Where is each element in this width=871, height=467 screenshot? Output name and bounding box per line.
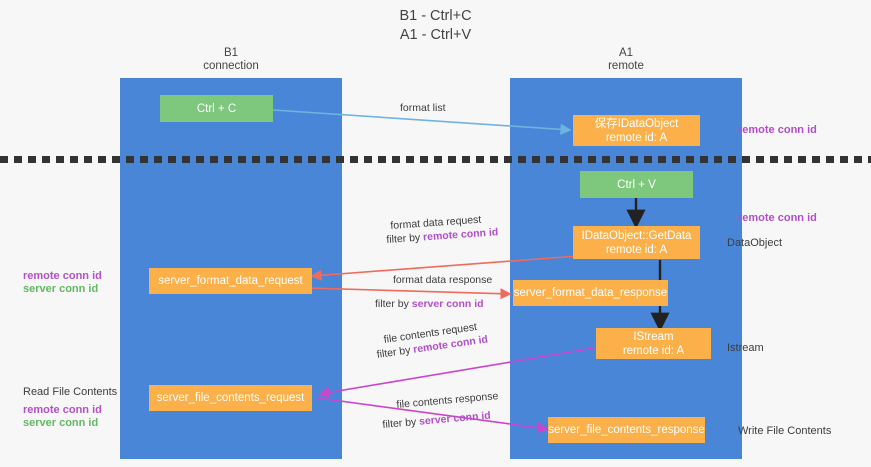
lane-header-b1: B1 connection	[120, 47, 342, 73]
edge-filter-prefix-2: filter by	[375, 298, 412, 310]
annotation-right-istream: Istream	[727, 342, 764, 354]
edge-label-format-data-response-title: format data response	[393, 274, 493, 286]
lane-header-b1-name: B1	[223, 47, 239, 59]
node-getdata-line2: remote id: A	[605, 243, 668, 256]
node-server-format-data-request-label: server_format_data_request	[158, 275, 303, 287]
lane-header-a1: A1 remote	[510, 47, 742, 73]
edge-filter-prefix-1: filter by	[386, 231, 424, 246]
annotation-right-write-file-contents: Write File Contents	[738, 425, 832, 437]
edge-filter-prefix-3: filter by	[376, 343, 415, 361]
annotation-left-read-file-contents: Read File Contents	[23, 386, 118, 398]
node-ctrl-c[interactable]: Ctrl + C	[160, 95, 273, 122]
annotation-right-remote-conn-id-top: remote conn id	[738, 124, 817, 136]
annotation-left-remote-conn-id-1: remote conn id	[23, 270, 102, 282]
node-istream-line1: IStream	[633, 330, 674, 343]
node-save-idataobject[interactable]: 保存IDataObject remote id: A	[573, 115, 700, 146]
annotation-right-dataobject: DataObject	[727, 237, 783, 249]
edge-filter-value-4: server conn id	[418, 409, 492, 428]
annotation-left-server-conn-id-1: server conn id	[23, 283, 99, 295]
edge-filter-prefix-4: filter by	[382, 415, 420, 431]
edge-filter-value-2: server conn id	[411, 298, 484, 310]
node-istream-line2: remote id: A	[622, 344, 685, 357]
lane-header-a1-name: A1	[618, 47, 634, 59]
node-server-file-contents-request[interactable]: server_file_contents_request	[149, 385, 312, 411]
diagram-title-line1: B1 - Ctrl+C	[399, 8, 472, 24]
node-server-format-data-response-label: server_format_data_response	[513, 287, 668, 299]
node-ctrl-v-label: Ctrl + V	[617, 178, 656, 191]
edge-label-format-data-response-filter: filter by server conn id	[375, 298, 484, 311]
diagram-title-line2: A1 - Ctrl+V	[399, 27, 472, 43]
node-save-idataobject-line1: 保存IDataObject	[594, 117, 679, 130]
edge-label-file-contents-response-title: file contents response	[396, 390, 499, 411]
lane-header-a1-role: remote	[608, 60, 644, 72]
node-getdata[interactable]: IDataObject::GetData remote id: A	[573, 226, 700, 259]
annotation-left-remote-conn-id-2: remote conn id	[23, 404, 102, 416]
node-server-file-contents-response[interactable]: server_file_contents_response	[548, 417, 705, 443]
node-istream[interactable]: IStream remote id: A	[596, 328, 711, 359]
lane-header-b1-role: connection	[203, 60, 259, 72]
edge-label-format-data-response: format data response	[393, 274, 492, 287]
annotation-right-remote-conn-id-mid: remote conn id	[738, 212, 817, 224]
node-server-file-contents-response-label: server_file_contents_response	[548, 424, 705, 436]
edge-label-file-contents-response: file contents response	[396, 390, 499, 412]
node-ctrl-v[interactable]: Ctrl + V	[580, 171, 693, 198]
node-getdata-line1: IDataObject::GetData	[581, 229, 692, 242]
annotation-left-server-conn-id-2: server conn id	[23, 417, 99, 429]
node-ctrl-c-label: Ctrl + C	[196, 102, 237, 115]
node-server-format-data-response[interactable]: server_format_data_response	[513, 280, 668, 306]
node-server-file-contents-request-label: server_file_contents_request	[156, 392, 305, 404]
edge-label-file-contents-response-filter: filter by server conn id	[382, 410, 491, 432]
phase-divider-dashed-line	[0, 156, 871, 163]
edge-label-format-list: format list	[400, 102, 446, 114]
node-save-idataobject-line2: remote id: A	[605, 131, 668, 144]
node-server-format-data-request[interactable]: server_format_data_request	[149, 268, 312, 294]
